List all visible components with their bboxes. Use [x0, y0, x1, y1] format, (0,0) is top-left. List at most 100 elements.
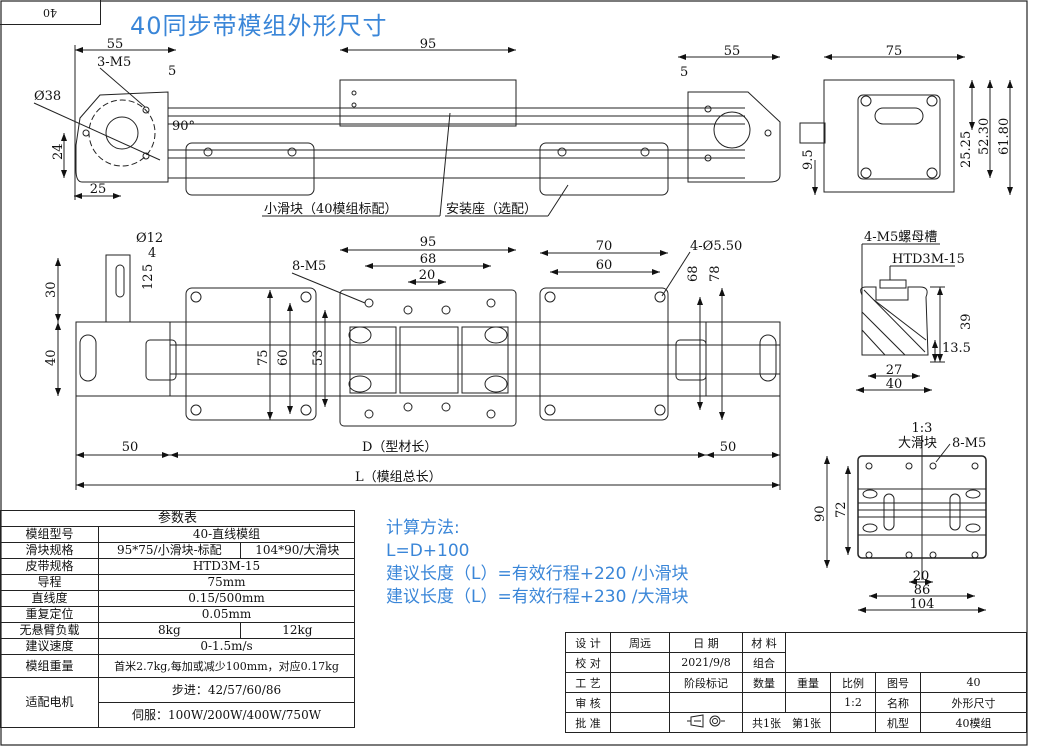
dim-angle: 90° [172, 119, 195, 134]
tb-model: 40模组 [920, 712, 1027, 733]
end-outline [823, 79, 955, 193]
label-8-m5: 8-M5 [292, 259, 326, 274]
mount-seat [185, 142, 315, 196]
tb-stage-label: 阶段标记 [669, 672, 743, 693]
param-value: 0-1.5m/s [98, 638, 355, 655]
drawing-title: 40同步带模组外形尺寸 [130, 12, 388, 40]
top-view [55, 247, 781, 490]
dim-section-inner: 27 [886, 363, 903, 378]
tb-drawing-no: 40 [920, 672, 1027, 693]
large-slider-view [824, 435, 987, 613]
param-value: 104*90/大滑块 [239, 542, 356, 559]
tb-process-label: 工 艺 [565, 672, 611, 693]
tb-designer: 周远 [610, 632, 670, 653]
tb-sheets: 共1张 第1张 [742, 712, 831, 733]
end-view [799, 54, 1013, 195]
param-value: 0.15/500mm [98, 590, 355, 607]
dim-left-width: 55 [107, 37, 124, 52]
param-label: 导程 [0, 574, 99, 591]
dim-ls-h: 90 [813, 505, 828, 522]
calc-line: L=D+100 [386, 541, 470, 561]
tb-material: 组合 [742, 652, 786, 673]
sheet-border [0, 0, 1028, 746]
motor-servo: 伺服：100W/200W/400W/750W [98, 702, 355, 728]
calc-line: 建议长度（L）=有效行程+230 /大滑块 [386, 587, 689, 607]
dim-seat-68: 68 [686, 265, 701, 282]
tb-date: 2021/9/8 [669, 652, 743, 673]
left-end-block [75, 91, 169, 183]
tb-name: 外形尺寸 [920, 692, 1027, 713]
dim-seat-span: 60 [596, 258, 613, 273]
param-label: 皮带规格 [0, 558, 99, 575]
calc-line: 建议长度（L）=有效行程+220 /小滑块 [386, 564, 689, 584]
tb-ratio-label: 比例 [830, 672, 876, 693]
tb-qty [742, 692, 786, 713]
projection-symbol-icon [669, 712, 743, 733]
left-motor-end [75, 321, 171, 397]
calc-heading: 计算方法: [386, 518, 460, 538]
left-seat [185, 287, 317, 421]
dim-right-width: 55 [724, 44, 741, 59]
tb-weight [785, 692, 831, 713]
dim-diameter: Ø38 [34, 89, 61, 104]
dim-ls-gap: 20 [913, 569, 930, 584]
calc-notes: 计算方法: L=D+100 建议长度（L）=有效行程+220 /小滑块 建议长度… [386, 517, 689, 609]
hole [142, 106, 150, 114]
param-value: 首米2.7kg,每加或减少100mm，对应0.17kg [98, 654, 355, 678]
dim-h1: 25.25 [959, 131, 974, 168]
dim-60: 60 [276, 349, 291, 366]
dim-hole-gap: 20 [419, 268, 436, 283]
dim-section-h2: 13.5 [942, 341, 971, 356]
tb-qty-label: 数量 [742, 672, 786, 693]
tb-date-label: 日 期 [669, 632, 743, 653]
param-value: 8kg [98, 622, 241, 639]
param-value: 75mm [98, 574, 355, 591]
dim-end-width: 75 [886, 44, 903, 59]
tb-stage [669, 692, 743, 713]
param-label: 建议速度 [0, 638, 99, 655]
label-nut-slot: 4-M5螺母槽 [864, 230, 937, 245]
param-label: 直线度 [0, 590, 99, 607]
tb-reviewer [610, 692, 670, 713]
param-value: HTD3M-15 [98, 558, 355, 575]
callout-small-slider: 小滑块（40模组标配） [264, 202, 398, 217]
tb-drawing-no-label: 图号 [875, 672, 921, 693]
motor-label: 适配电机 [0, 677, 99, 728]
param-value: 0.05mm [98, 606, 355, 623]
right-motor-end [705, 321, 781, 397]
dim-shaft-dia: Ø12 [136, 231, 163, 246]
small-slider [339, 79, 517, 127]
tb-name-label: 名称 [875, 692, 921, 713]
end-slider [857, 94, 941, 180]
mount-seat [539, 142, 669, 196]
dim-ls-width: 104 [910, 597, 935, 612]
front-view [33, 45, 781, 217]
tb-checker [610, 652, 670, 673]
dim-seat-78: 78 [708, 265, 723, 282]
hole [142, 152, 150, 160]
tb-weight-label: 重量 [785, 672, 831, 693]
large-slider-name: 大滑块 [898, 436, 937, 451]
label-belt: HTD3M-15 [892, 252, 965, 267]
large-slider-holes: 8-M5 [952, 436, 986, 451]
dim-ls-h2: 72 [834, 501, 849, 518]
dim-height: 24 [51, 143, 66, 160]
corner-label-box: 40 [0, 0, 101, 25]
dim-end-right: 50 [720, 440, 737, 455]
dim-h2: 52.30 [977, 118, 992, 155]
dim-shaft-len: 30 [44, 281, 59, 298]
dim-seat-w: 70 [596, 239, 613, 254]
dim-base: 9.5 [801, 149, 816, 170]
large-slider-scale: 1:3 [912, 421, 933, 436]
dim-53: 53 [311, 349, 326, 366]
dim-75: 75 [256, 349, 271, 366]
tb-process [610, 672, 670, 693]
param-label: 重复定位 [0, 606, 99, 623]
tb-check-label: 校 对 [565, 652, 611, 673]
param-label: 模组重量 [0, 654, 99, 678]
param-value: 95*75/小滑块-标配 [98, 542, 241, 559]
dim-right-flange: 5 [680, 65, 688, 80]
